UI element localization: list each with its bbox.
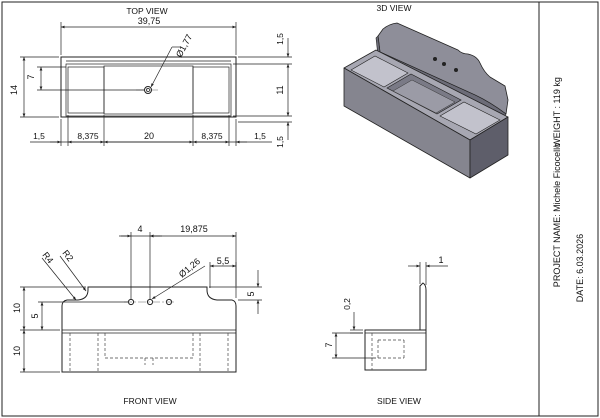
iso-faucet-hole-3 — [454, 68, 458, 72]
top-dim-left-drain: 8,375 — [77, 131, 99, 141]
top-dim-right-mid: 11 — [275, 85, 285, 94]
top-outer-outline — [60, 56, 237, 118]
front-dim-r2: R2 — [60, 248, 75, 263]
front-hole-leader — [151, 265, 206, 300]
title-block-weight: WEIGHT : 119 kg — [552, 77, 562, 147]
side-view: SIDE VIEW 1 0,2 7 — [324, 255, 448, 406]
side-dim-basin-depth: 7 — [324, 342, 334, 347]
front-dim-offset: 19,875 — [180, 224, 208, 234]
top-dim-hole: Ø1,77 — [174, 33, 194, 59]
top-dim-right-bottom: 1,5 — [275, 136, 285, 148]
top-view: TOP VIEW 39,75 Ø1,77 14 7 — [9, 6, 292, 148]
top-drain-hole-inner — [146, 88, 150, 92]
top-dim-overall: 39,75 — [138, 16, 161, 26]
title-block-project: PROJECT NAME: Michele Ficocello — [552, 143, 562, 287]
front-dim-hole-height: 5 — [30, 313, 40, 318]
front-r4-leader — [41, 257, 77, 301]
iso-view: 3D VIEW — [343, 3, 509, 179]
top-dim-right-drain: 8,375 — [201, 131, 223, 141]
iso-view-title: 3D VIEW — [377, 3, 412, 13]
top-right-drainboard — [192, 66, 230, 114]
top-dim-left-margin: 1,5 — [33, 131, 45, 141]
top-dim-right-top: 1,5 — [275, 33, 285, 45]
iso-left-drainboard — [350, 55, 409, 88]
front-dim-spacing: 4 — [137, 224, 142, 234]
top-dim-basin-width: 20 — [144, 131, 154, 141]
iso-right-drainboard — [439, 101, 501, 135]
front-profile — [61, 286, 237, 373]
top-drain-hole — [144, 86, 152, 94]
title-block: WEIGHT : 119 kg PROJECT NAME: Michele Fi… — [552, 77, 585, 302]
front-dim-step-height: 5 — [246, 291, 256, 296]
top-dim-basin-depth: 7 — [26, 74, 36, 79]
iso-faucet-hole-1 — [433, 57, 437, 61]
front-view-title: FRONT VIEW — [123, 396, 176, 406]
top-view-title: TOP VIEW — [126, 6, 167, 16]
side-view-title: SIDE VIEW — [377, 396, 421, 406]
iso-faucet-hole-2 — [442, 62, 446, 66]
front-view: FRONT VIEW 4 19,875 Ø1,26 — [12, 224, 262, 406]
side-backsplash — [419, 282, 427, 331]
front-dim-backsplash: 10 — [12, 303, 22, 313]
side-dim-wall: 1 — [438, 255, 443, 265]
iso-right-face — [469, 116, 509, 179]
front-dim-body: 10 — [12, 346, 22, 356]
side-body — [364, 329, 427, 371]
top-dim-depth: 14 — [9, 85, 19, 95]
title-block-date: DATE: 6.03.2026 — [575, 234, 585, 302]
front-dim-step-width: 5,5 — [217, 256, 230, 266]
front-r2-leader — [59, 255, 87, 292]
front-dim-r4: R4 — [40, 250, 55, 265]
side-dim-lip: 0,2 — [342, 298, 352, 310]
iso-main-basin-floor — [392, 79, 456, 114]
top-dim-right-margin: 1,5 — [254, 131, 266, 141]
top-hole-leader — [150, 46, 173, 88]
